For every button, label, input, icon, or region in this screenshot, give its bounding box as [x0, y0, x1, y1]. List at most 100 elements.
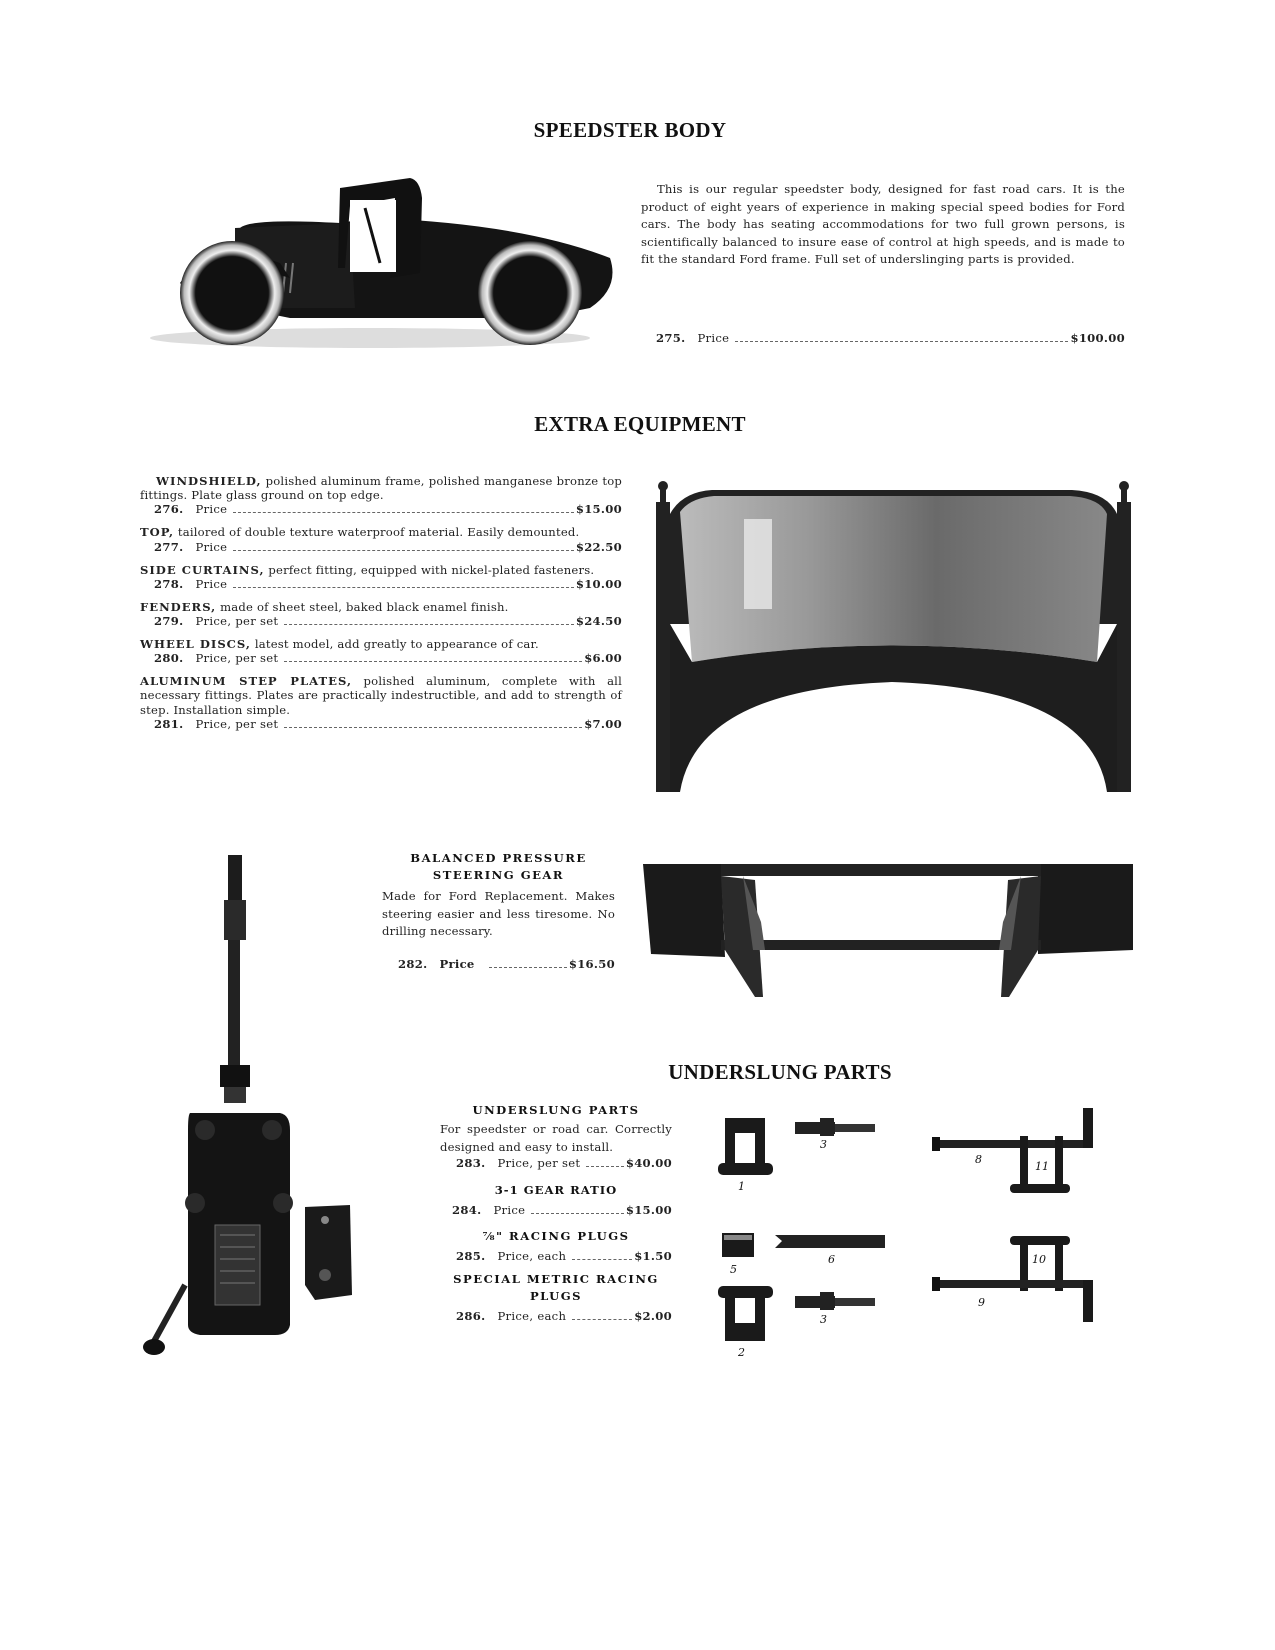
price-value: $15.00 [575, 502, 622, 517]
steering-gear-heading-line1: BALANCED PRESSURE [410, 851, 587, 865]
item-keyword: TOP, [140, 525, 174, 540]
leader-dots [284, 624, 574, 626]
price-value: $10.00 [575, 576, 622, 591]
item-number: 285. [456, 1249, 486, 1264]
item-price-line: 281. Price, per set $7.00 [140, 717, 622, 731]
leader-dots [233, 549, 574, 551]
price-label: Price [195, 502, 228, 517]
steering-gear-text-block: BALANCED PRESSURE STEERING GEAR Made for… [382, 850, 615, 971]
equipment-item-fenders: FENDERS, made of sheet steel, baked blac… [140, 600, 622, 628]
price-value: $22.50 [575, 539, 622, 554]
leader-dots [586, 1166, 624, 1168]
equipment-item-step-plates: ALUMINUM STEP PLATES, polished aluminum,… [140, 674, 622, 731]
steering-gear-image [140, 855, 385, 1360]
item-number: 279. [154, 614, 184, 629]
steering-gear-price-line: 282. Price $16.50 [382, 957, 615, 971]
price-label: Price [195, 539, 228, 554]
price-label: Price [439, 956, 475, 971]
item-keyword: ALUMINUM STEP PLATES, [140, 674, 353, 689]
item-keyword: WINDSHIELD, [156, 474, 262, 488]
underslung-parts-diagram: 1 3 5 6 2 [710, 1108, 1140, 1358]
price-label: Price, per set [195, 716, 279, 731]
item-number: 284. [452, 1203, 482, 1218]
item-desc: perfect fitting, equipped with nickel-pl… [268, 562, 595, 577]
item-number: 276. [154, 502, 184, 517]
price-label: Price, each [497, 1309, 567, 1324]
item-price-line: 277. Price $22.50 [140, 540, 622, 554]
price-label: Price, per set [497, 1156, 581, 1171]
windshield-image [652, 474, 1134, 792]
price-label: Price, per set [195, 651, 279, 666]
item-desc: polished aluminum, complete with all nec… [140, 674, 622, 717]
underslung-parts-photo-icon: 1 3 5 6 2 [718, 1108, 1093, 1358]
windshield-photo-icon [656, 481, 1131, 792]
underslung-parts-price-line: 283. Price, per set $40.00 [440, 1156, 672, 1170]
svg-text:1: 1 [738, 1180, 745, 1193]
item-desc: made of sheet steel, baked black enamel … [220, 599, 509, 614]
item-description: WHEEL DISCS, latest model, add greatly t… [140, 637, 622, 651]
price-value: $15.00 [625, 1203, 672, 1218]
car-photo-icon [150, 178, 613, 348]
gear-ratio-price-line: 284. Price $15.00 [440, 1203, 672, 1217]
item-desc: polished aluminum frame, polished mangan… [140, 474, 623, 503]
extra-equipment-list: WINDSHIELD, polished aluminum frame, pol… [140, 474, 622, 740]
leader-dots [572, 1319, 633, 1321]
steering-gear-heading-line2: STEERING GEAR [432, 868, 565, 882]
fender-frame-photo-icon [643, 864, 1133, 997]
item-price-line: 280. Price, per set $6.00 [140, 651, 622, 665]
leader-dots [531, 1213, 624, 1215]
item-description: FENDERS, made of sheet steel, baked blac… [140, 600, 622, 614]
item-price-line: 279. Price, per set $24.50 [140, 614, 622, 628]
svg-text:10: 10 [1032, 1253, 1046, 1266]
price-value: $100.00 [1070, 331, 1125, 345]
item-number: 275. [656, 331, 686, 345]
svg-text:9: 9 [978, 1296, 985, 1309]
fender-frame-image [643, 862, 1133, 997]
item-description: SIDE CURTAINS, perfect fitting, equipped… [140, 563, 622, 577]
item-keyword: FENDERS, [140, 599, 217, 614]
leader-dots [735, 341, 1069, 342]
speedster-price-line: 275. Price $100.00 [656, 331, 1125, 345]
svg-text:2: 2 [737, 1346, 745, 1358]
leader-dots [488, 966, 567, 968]
svg-text:6: 6 [828, 1253, 835, 1266]
underslung-parts-title: UNDERSLUNG PARTS [472, 1103, 640, 1117]
item-number: 286. [456, 1309, 486, 1324]
price-value: $16.50 [568, 956, 615, 971]
price-label: Price [697, 331, 730, 345]
svg-text:8: 8 [975, 1153, 982, 1166]
price-label: Price [493, 1203, 526, 1218]
price-value: $2.00 [634, 1309, 672, 1324]
item-description: WINDSHIELD, polished aluminum frame, pol… [140, 474, 622, 502]
svg-text:5: 5 [730, 1263, 737, 1276]
item-number: 281. [154, 716, 184, 731]
leader-dots [572, 1259, 633, 1261]
speedster-heading: SPEEDSTER BODY [533, 118, 727, 142]
item-desc: latest model, add greatly to appearance … [254, 637, 539, 652]
underslung-text-block: UNDERSLUNG PARTS For speedster or road c… [440, 1102, 672, 1323]
price-label: Price, each [497, 1249, 567, 1264]
svg-text:11: 11 [1035, 1160, 1049, 1173]
item-description: TOP, tailored of double texture waterpro… [140, 525, 622, 539]
part-1-shackle: 1 [718, 1118, 773, 1193]
gear-ratio-title: 3-1 GEAR RATIO [494, 1183, 618, 1198]
item-keyword: SIDE CURTAINS, [140, 562, 265, 577]
underslung-heading: UNDERSLUNG PARTS [668, 1060, 892, 1084]
extra-equipment-heading: EXTRA EQUIPMENT [534, 412, 746, 436]
item-number: 283. [456, 1156, 486, 1171]
equipment-item-top: TOP, tailored of double texture waterpro… [140, 525, 622, 553]
leader-dots [233, 512, 574, 514]
speedster-description: This is our regular speedster body, desi… [641, 182, 1125, 267]
price-value: $40.00 [625, 1156, 672, 1171]
item-price-line: 278. Price $10.00 [140, 577, 622, 591]
item-number: 278. [154, 576, 184, 591]
item-keyword: WHEEL DISCS, [140, 637, 251, 652]
item-description: ALUMINUM STEP PLATES, polished aluminum,… [140, 674, 622, 717]
leader-dots [284, 661, 583, 663]
underslung-parts-description: For speedster or road car. Correctly des… [440, 1122, 672, 1154]
price-label: Price [195, 576, 228, 591]
item-desc: tailored of double texture waterproof ma… [177, 525, 580, 540]
steering-gear-description: Made for Ford Replacement. Makes steerin… [382, 889, 615, 939]
metric-racing-plugs-price-line: 286. Price, each $2.00 [440, 1309, 672, 1323]
item-number: 277. [154, 539, 184, 554]
